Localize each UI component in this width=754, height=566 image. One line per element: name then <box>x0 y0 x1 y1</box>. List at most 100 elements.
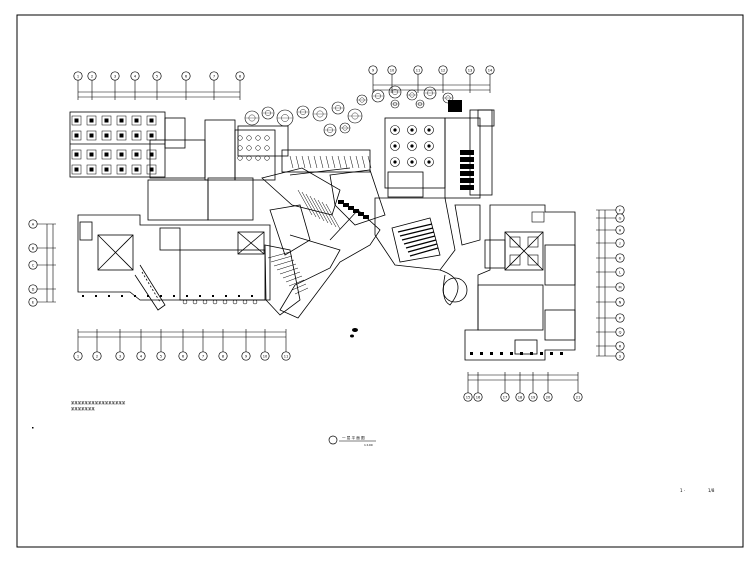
grid-label: B <box>32 246 35 250</box>
grid-label: G <box>619 216 622 220</box>
grid-label: 6 <box>185 74 188 78</box>
grid-bubble: 6 <box>178 351 188 361</box>
grid-label: F <box>619 208 621 212</box>
grid-bubble: N <box>615 297 625 307</box>
grid-bubble: H <box>615 225 625 235</box>
grid-bubble: B <box>28 243 38 253</box>
grid-bubble: 5 <box>152 71 162 81</box>
grid-bubble: 7 <box>198 351 208 361</box>
auditorium-seating <box>397 223 439 257</box>
grid-bubble: 3 <box>110 71 120 81</box>
grid-label: M <box>618 285 621 289</box>
grid-bubble: 17 <box>500 392 510 402</box>
grid-axes <box>37 74 616 393</box>
grid-label: 4 <box>140 354 143 358</box>
grid-label: Q <box>619 330 622 334</box>
grid-label: E <box>32 300 35 304</box>
grid-bubble: F <box>615 205 625 215</box>
grid-label: 1 <box>77 354 79 358</box>
grid-bubble: 10 <box>387 65 397 75</box>
grid-bubble: 6 <box>181 71 191 81</box>
grid-label: 5 <box>156 74 158 78</box>
grid-label: 12 <box>441 68 446 72</box>
grid-bubble: G <box>615 213 625 223</box>
grid-bubble: E <box>28 297 38 307</box>
grid-bubble: Q <box>615 327 625 337</box>
grid-label: 7 <box>213 74 215 78</box>
grid-bubble: 19 <box>528 392 538 402</box>
grid-label: 18 <box>518 395 523 399</box>
grid-label: 2 <box>96 354 98 358</box>
plan-title-bubble <box>328 435 338 445</box>
grid-bubble: 5 <box>156 351 166 361</box>
sheet-frame <box>16 14 744 548</box>
grid-label: P <box>619 316 622 320</box>
grid-bubble: 21 <box>573 392 583 402</box>
sheet-number: 1/8 <box>708 488 715 493</box>
garden-trees <box>244 85 462 137</box>
grid-label: 13 <box>468 68 473 72</box>
grid-bubble: 4 <box>136 351 146 361</box>
grid-bubble: 13 <box>465 65 475 75</box>
grid-label: 5 <box>160 354 162 358</box>
grid-bubble: K <box>615 253 625 263</box>
grid-bubble: 12 <box>438 65 448 75</box>
east-wing-fixtures <box>470 211 563 355</box>
grid-bubble: J <box>615 238 625 248</box>
west-dining-block <box>69 111 276 221</box>
plan-scale: 1:100 <box>364 443 373 447</box>
grid-label: 8 <box>222 354 225 358</box>
grid-bubble: S <box>615 351 625 361</box>
grid-bubble: C <box>28 260 38 270</box>
grid-label: 11 <box>416 68 421 72</box>
grid-bubble: 9 <box>241 351 251 361</box>
grid-label: J <box>618 241 620 245</box>
grid-bubble: 8 <box>218 351 228 361</box>
east-centre-block <box>374 109 495 306</box>
banquet-tables <box>390 125 474 190</box>
grid-label: 10 <box>390 68 395 72</box>
grid-bubble: 1 <box>73 71 83 81</box>
grid-label: 9 <box>245 354 248 358</box>
grid-label: 1 <box>77 74 79 78</box>
site-marks <box>32 328 358 429</box>
west-hall-block <box>77 214 271 311</box>
grid-label: 19 <box>531 395 536 399</box>
grid-bubble: 3 <box>115 351 125 361</box>
general-note-line-1: 某某某某某某某某某某某某某某某某 <box>71 400 126 405</box>
grid-label: 17 <box>503 395 508 399</box>
grid-label: 21 <box>576 395 581 399</box>
grid-label: 4 <box>134 74 137 78</box>
grid-label: K <box>619 256 622 260</box>
grid-label: D <box>32 287 35 291</box>
central-stairs <box>267 155 372 295</box>
grid-label: 10 <box>263 354 268 358</box>
general-note-line-2: 某某某某某某某 <box>71 406 95 411</box>
grid-bubble: 9 <box>368 65 378 75</box>
grid-bubble: 2 <box>92 351 102 361</box>
grid-label: 6 <box>182 354 185 358</box>
grid-label: R <box>619 344 622 348</box>
grid-bubble: 11 <box>413 65 423 75</box>
grid-bubble: 14 <box>485 65 495 75</box>
grid-label: 2 <box>91 74 93 78</box>
grid-bubble: R <box>615 341 625 351</box>
grid-label: 15 <box>466 395 471 399</box>
grid-label: 20 <box>546 395 551 399</box>
east-wing-block <box>464 204 576 361</box>
grid-bubble: D <box>28 284 38 294</box>
grid-label: 14 <box>488 68 493 72</box>
grid-bubble: 10 <box>260 351 270 361</box>
grid-bubble: 1 <box>73 351 83 361</box>
grid-bubble: P <box>615 313 625 323</box>
hall-columns <box>82 295 258 305</box>
grid-label: 3 <box>114 74 116 78</box>
grid-bubble: 8 <box>235 71 245 81</box>
grid-label: 11 <box>284 354 289 358</box>
grid-label: 16 <box>476 395 481 399</box>
grid-bubble: 7 <box>209 71 219 81</box>
grid-bubble: M <box>615 282 625 292</box>
